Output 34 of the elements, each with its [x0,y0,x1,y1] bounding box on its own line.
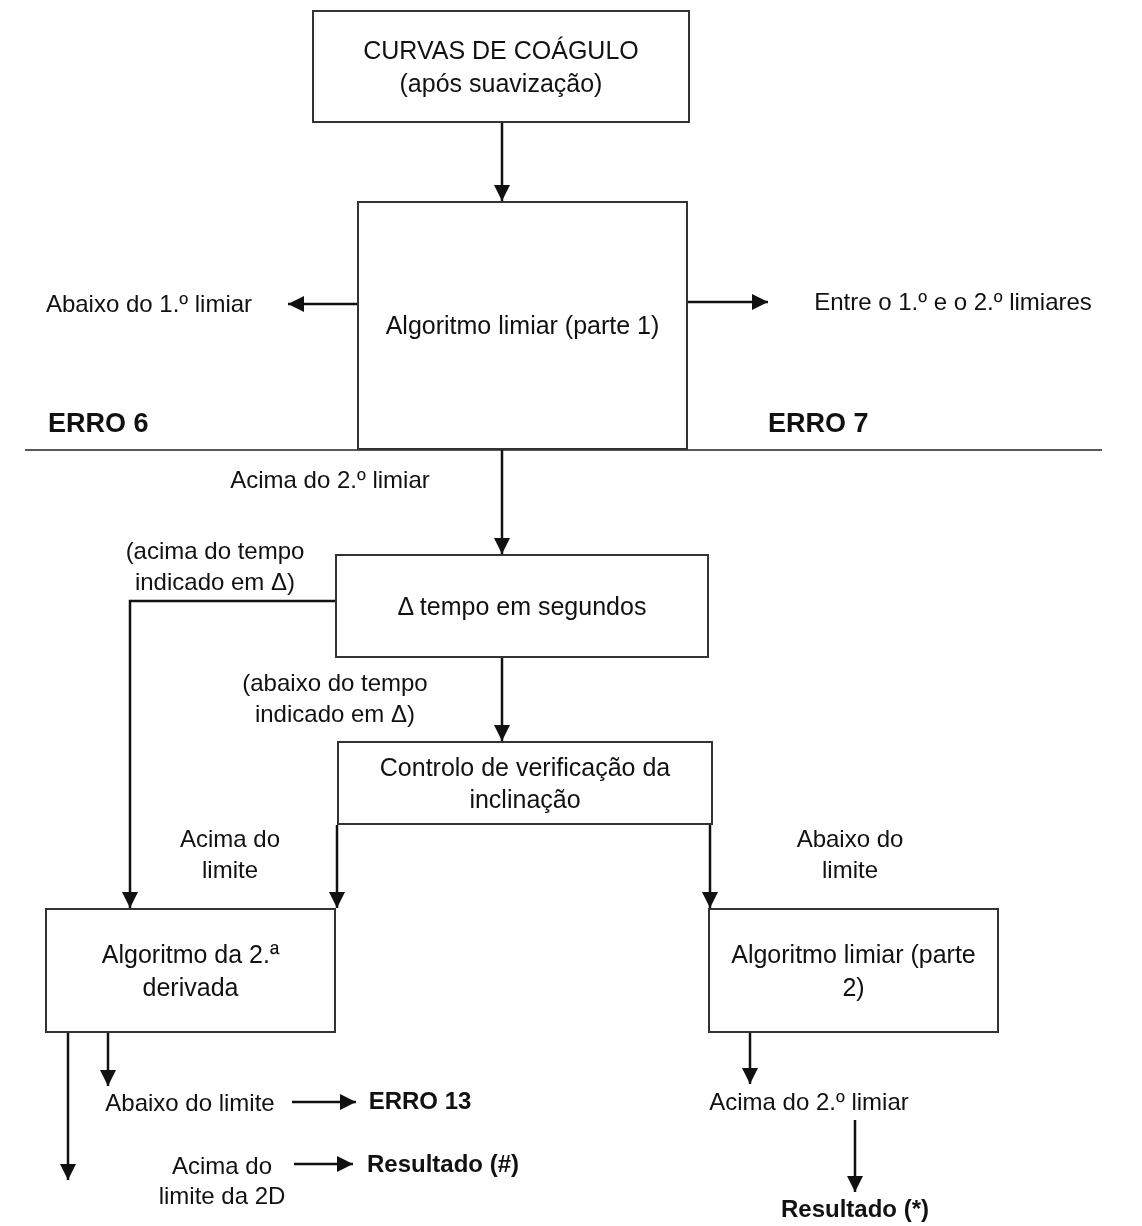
arrow [294,1156,353,1172]
box-text: Algoritmo da 2.ª derivada [100,939,281,1003]
arrow [60,1033,76,1180]
arrow [292,1094,356,1110]
outcome-text: Abaixo do 1.º limiar [10,286,288,322]
box-text: Δ tempo em segundos [397,590,647,622]
arrow [702,825,718,908]
outcome-text: Acima do limite da 2D [150,1148,294,1214]
result-text: Resultado (#) [353,1146,533,1182]
arrow [494,658,510,741]
arrow [494,123,510,201]
decision-box [337,741,713,825]
arrow [847,1120,863,1192]
box-text: CURVAS DE COÁGULO (após suavização) [362,35,640,99]
error-text: ERRO 13 [356,1084,484,1118]
box-text: Controlo de verificação da inclinação [378,751,672,815]
outcome-text: Abaixo do limite [88,1086,292,1120]
arrow [100,1033,116,1086]
box-text: Algoritmo limiar (parte 1) [385,310,660,342]
arrow [329,825,345,908]
arrow [494,450,510,554]
outcome-text: Entre o 1.º e o 2.º limiares [768,284,1138,320]
process-box [312,10,690,123]
box-text: Algoritmo limiar (parte 2) [730,939,977,1003]
arrow [742,1033,758,1084]
result-text: Resultado (*) [766,1192,944,1226]
arrow [288,296,357,312]
outcome-text: Acima do 2.º limiar [690,1084,928,1120]
process-box [357,201,688,450]
process-box [708,908,999,1033]
process-box [45,908,336,1033]
arrow [688,294,768,310]
arrow [122,599,335,908]
process-box [335,554,709,658]
